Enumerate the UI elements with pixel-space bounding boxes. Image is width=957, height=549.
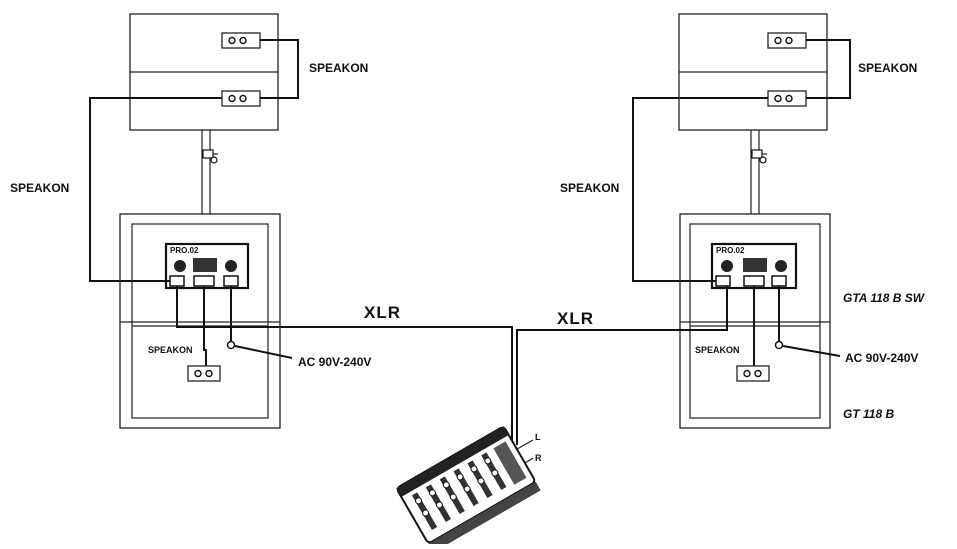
speakon-label-sub-right: SPEAKON <box>695 345 740 355</box>
right-speaker-pole <box>750 130 767 214</box>
left-speaker-stack: PRO.02 <box>119 13 281 429</box>
right-panel-label: PRO.02 <box>716 246 745 255</box>
left-subwoofer: PRO.02 <box>119 213 281 429</box>
speakon-label-sub-left: SPEAKON <box>148 345 193 355</box>
xlr-label-left: XLR <box>364 303 401 322</box>
xlr-label-right: XLR <box>557 309 594 328</box>
wiring <box>89 39 851 469</box>
speakon-label-side-left: SPEAKON <box>10 181 69 195</box>
left-top-speaker <box>129 13 279 131</box>
left-speaker-pole <box>201 130 218 214</box>
audio-mixer <box>396 426 541 549</box>
speakon-label-top-left: SPEAKON <box>309 61 368 75</box>
mixer-label-r: R <box>535 453 542 463</box>
left-panel-label: PRO.02 <box>170 246 199 255</box>
right-top-speaker <box>678 13 828 131</box>
labels: SPEAKON SPEAKON SPEAKON SPEAKON SPEAKON … <box>10 61 926 463</box>
ac-label-left: AC 90V-240V <box>298 355 371 369</box>
speakon-label-side-right: SPEAKON <box>560 181 619 195</box>
mixer-label-l: L <box>535 432 541 442</box>
ac-label-right: AC 90V-240V <box>845 351 918 365</box>
speakon-label-top-right: SPEAKON <box>858 61 917 75</box>
model-label-bottom: GT 118 B <box>843 407 894 421</box>
model-label-top: GTA 118 B SW <box>843 291 926 305</box>
